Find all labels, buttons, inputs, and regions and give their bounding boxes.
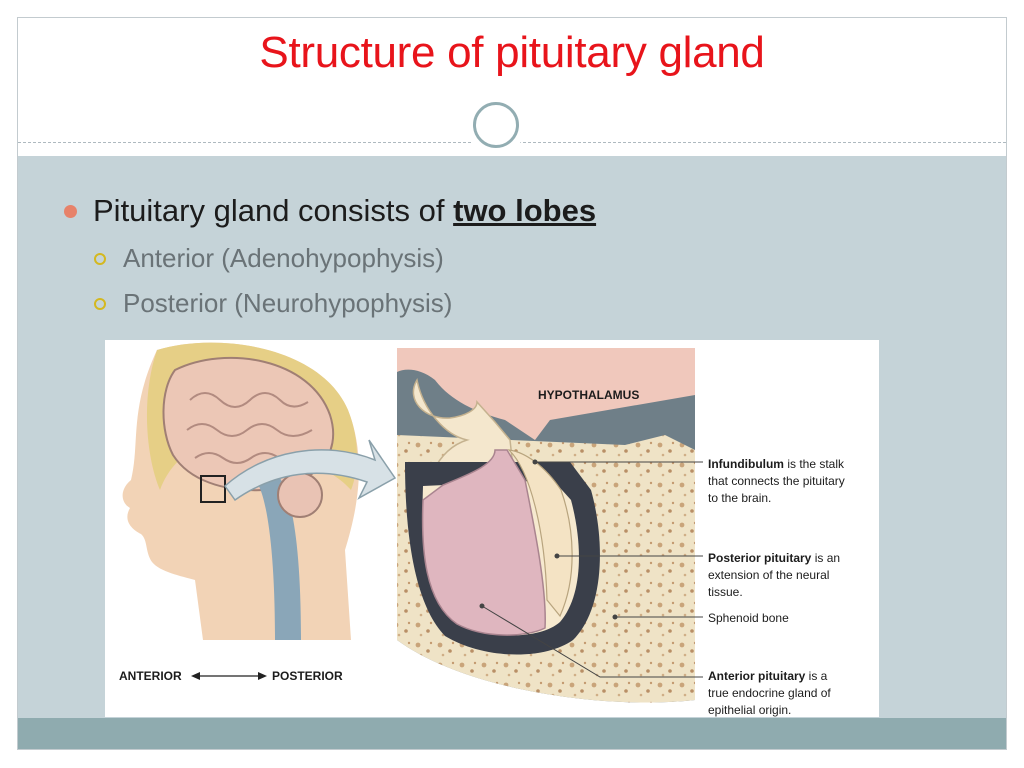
slide-title: Structure of pituitary gland	[259, 28, 765, 77]
zoom-arrow	[224, 439, 397, 502]
pointer-anterior	[481, 605, 703, 678]
infundibulum-label-line2: that connects the pituitary	[708, 474, 845, 488]
axis-posterior-label: POSTERIOR	[272, 669, 343, 683]
pointer-dot-infundibulum	[532, 459, 538, 465]
posterior-lobe	[507, 449, 573, 618]
sub-bullet-icon	[94, 298, 106, 310]
bullet-lead: Pituitary gland consists of	[93, 193, 454, 228]
bullet-emphasis: two lobes	[453, 193, 597, 228]
pointer-dot-anterior	[479, 603, 485, 609]
pituitary-highlight-box	[200, 475, 226, 503]
posterior-label-line3: tissue.	[708, 585, 743, 599]
sub-bullet-icon	[94, 253, 106, 265]
anterior-label-line2: true endocrine gland of	[708, 686, 831, 700]
axis-arrow-right-icon	[258, 672, 267, 680]
hypothalamus-tissue	[397, 348, 695, 440]
footer-bar	[18, 718, 1006, 749]
infundibulum-label-line1: Infundibulum is the stalk	[708, 457, 845, 471]
pituitary-figure: HYPOTHALAMUS Infundibulum is the stalk t…	[105, 340, 879, 717]
hypothalamus-label: HYPOTHALAMUS	[538, 388, 639, 402]
sphenoid-label: Sphenoid bone	[708, 611, 789, 625]
anterior-lobe	[421, 449, 546, 636]
infundibulum-label-line3: to the brain.	[708, 491, 771, 505]
sub-bullet-anterior: Anterior (Adenohypophysis)	[123, 243, 444, 273]
anterior-label-line3: epithelial origin.	[708, 703, 791, 717]
brainstem	[255, 478, 301, 640]
pointer-dot-posterior	[554, 553, 560, 559]
axis-anterior-label: ANTERIOR	[119, 669, 182, 683]
bullet-icon	[64, 205, 77, 218]
sub-bullet-posterior: Posterior (Neurohypophysis)	[123, 288, 453, 318]
cerebellum	[277, 472, 323, 518]
divider-ring-icon	[473, 102, 519, 148]
brain-folds	[186, 392, 313, 464]
zoom-section	[397, 348, 703, 703]
anterior-label-line1: Anterior pituitary is a	[708, 669, 828, 683]
pointer-dot-sphenoid	[612, 614, 618, 620]
figure-svg: HYPOTHALAMUS Infundibulum is the stalk t…	[119, 342, 845, 717]
posterior-label-line1: Posterior pituitary is an	[708, 551, 840, 565]
axis-arrow-left-icon	[191, 672, 200, 680]
posterior-label-line2: extension of the neural	[708, 568, 829, 582]
